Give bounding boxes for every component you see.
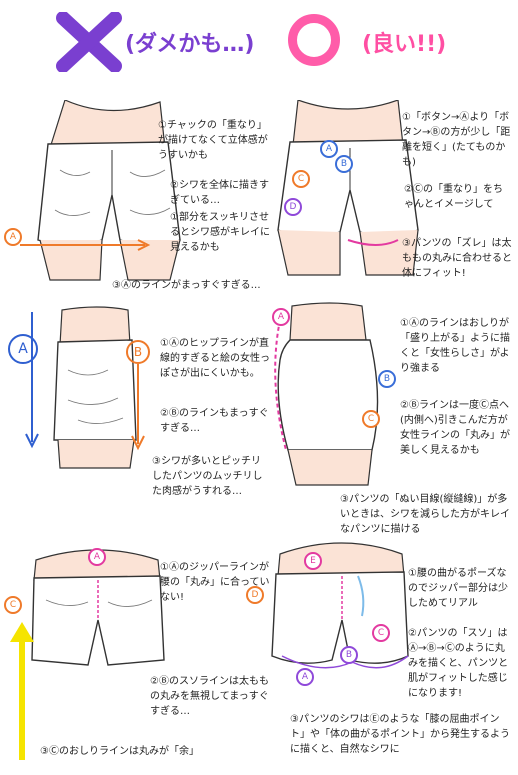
panel4-note-3: ③パンツの「ぬい目線(縦縫線)」が多いときは、シワを減らした方がキレイなパンツに… — [340, 494, 510, 535]
tag-c: C — [362, 410, 380, 428]
bad-title: (ダメかも…) — [125, 32, 255, 57]
yellow-arrow-icon — [10, 622, 34, 760]
bad-header: (ダメかも…) — [55, 12, 275, 72]
panel2-note-2: ②Ⓒの「重なり」をちゃんとイメージして — [404, 184, 503, 210]
tag-a: A — [296, 668, 314, 686]
tag-d: D — [246, 586, 264, 604]
panel5-note-3: ③Ⓒのおしりラインは丸みが「余」 — [40, 746, 199, 757]
good-title: (良い!!) — [362, 32, 447, 57]
tag-c: C — [372, 624, 390, 642]
shorts-side-good-figure — [274, 302, 379, 486]
shorts-low-good-figure — [271, 542, 409, 669]
panel1-note-3: ③Ⓐのラインがまっすぐすぎる… — [112, 280, 261, 291]
panel2-note-1: ①「ボタン→Ⓐより「ボタン→Ⓑの方が少し「距離を短く」(たてものかも) — [402, 112, 511, 168]
panel3-note-1: ①Ⓐのヒップラインが直線的すぎると絵の女性っぽさが出にくいかも。 — [160, 338, 270, 379]
panel3-note-2: ②Ⓑのラインもまっすぐすぎる… — [160, 408, 269, 434]
tag-d: D — [284, 198, 302, 216]
good-header: (良い!!) — [288, 12, 488, 72]
arrow-a-icon — [25, 312, 39, 449]
panel3-note-3: ③シワが多いとピッチリしたパンツのムッチリした肉感がうすれる… — [152, 456, 263, 497]
circle-mark-icon — [288, 14, 340, 66]
arrow-b-icon — [131, 364, 145, 451]
panel6-note-3: ③パンツのシワはⒺのような「膝の屈曲ポイント」や「体の曲がるポイント」から発生す… — [290, 714, 510, 755]
panel1-note-2b: ①部分をスッキリさせるとシワ感がキレイに見えるかも — [170, 212, 270, 253]
panel6-note-1: ①腰の曲がるポーズなのでジッパー部分は少しためてリアル — [408, 568, 508, 609]
shorts-front-bad-figure — [20, 100, 181, 281]
tag-a: A — [272, 308, 290, 326]
panel1-note-1: ①チャックの「重なり」が描けてなくて立体感がうすいかも — [158, 120, 268, 161]
x-mark-icon — [56, 12, 122, 72]
panel6-note-2: ②パンツの「スソ」はⒶ→Ⓑ→Ⓒのように丸みを描くと、パンツと肌がフィットした感じ… — [408, 628, 509, 699]
tag-a: A — [320, 140, 338, 158]
label-b: B — [126, 340, 150, 364]
tag-a: A — [4, 228, 22, 246]
panel4-note-1: ①Ⓐのラインはおしりが「盛り上がる」ように描くと「女性らしさ」がより強まる — [400, 318, 510, 374]
panel5-note-1: ①Ⓐのジッパーラインが腰の「丸み」に合っていない! — [160, 562, 270, 603]
panel2-note-3: ③パンツの「ズレ」は太ももの丸みに合わせると体にフィット! — [402, 238, 512, 279]
panel5-note-2: ②Ⓑのスソラインは太ももの丸みを無視してまっすぐすぎる… — [150, 676, 269, 717]
shorts-side-bad-figure — [53, 306, 137, 469]
label-a: A — [8, 334, 38, 364]
panel4-note-2: ②Ⓑラインは一度Ⓒ点へ(内側へ)引きこんだ方が女性ラインの「丸み」が美しく見える… — [400, 400, 510, 456]
tag-c: C — [292, 170, 310, 188]
tag-b: B — [340, 646, 358, 664]
tag-a: A — [88, 548, 106, 566]
panel1-note-2: ②シワを全体に描きすぎている… — [170, 180, 269, 206]
tag-b: B — [335, 155, 353, 173]
shorts-front-good-figure — [277, 100, 419, 276]
tag-b: B — [378, 370, 396, 388]
tag-e: E — [304, 552, 322, 570]
tag-c: C — [4, 596, 22, 614]
